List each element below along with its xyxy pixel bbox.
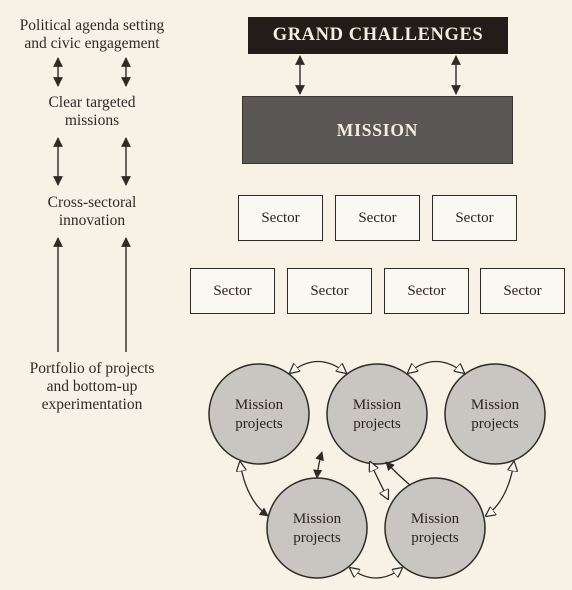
grand-challenges-box: GRAND CHALLENGES <box>248 17 508 54</box>
sector-box: Sector <box>190 268 275 314</box>
label-political-agenda: Political agenda setting and civic engag… <box>19 17 165 52</box>
project-label: Mission projects <box>234 397 284 432</box>
project-circles <box>208 363 546 579</box>
sector-label: Sector <box>455 209 494 226</box>
grand-to-mission-arrows <box>295 55 461 95</box>
sector-label: Sector <box>358 209 397 226</box>
sector-box: Sector <box>335 195 420 241</box>
connector-2-4 <box>313 451 324 479</box>
connector-2-3 <box>408 360 464 374</box>
connector-4-5 <box>350 568 402 579</box>
sector-label: Sector <box>213 282 252 299</box>
sector-box: Sector <box>287 268 372 314</box>
label-targeted-missions: Clear targeted missions <box>48 94 136 129</box>
project-label: Mission projects <box>352 397 402 432</box>
project-label: Mission projects <box>410 511 460 546</box>
mission-box: MISSION <box>242 96 513 164</box>
sector-label: Sector <box>407 282 446 299</box>
mission-label: MISSION <box>336 119 419 140</box>
sector-label: Sector <box>503 282 542 299</box>
grand-challenges-label: GRAND CHALLENGES <box>272 25 484 45</box>
connector-1-4 <box>240 462 268 516</box>
sector-box: Sector <box>238 195 323 241</box>
sector-box: Sector <box>432 195 517 241</box>
connector-3-5 <box>486 462 514 516</box>
label-portfolio: Portfolio of projects and bottom-up expe… <box>29 360 155 413</box>
sector-label: Sector <box>310 282 349 299</box>
project-label: Mission projects <box>292 511 342 546</box>
connector-2-5 <box>370 462 388 499</box>
sector-label: Sector <box>261 209 300 226</box>
sector-box: Sector <box>384 268 469 314</box>
project-label: Mission projects <box>470 397 520 432</box>
project-connectors <box>240 360 514 579</box>
sector-box: Sector <box>480 268 565 314</box>
label-cross-sectoral: Cross-sectoral innovation <box>47 194 137 229</box>
connector-1-2 <box>290 360 346 374</box>
left-column-arrows <box>53 57 131 352</box>
project-circle-5 <box>384 477 486 579</box>
connector-5-2 <box>385 461 411 486</box>
